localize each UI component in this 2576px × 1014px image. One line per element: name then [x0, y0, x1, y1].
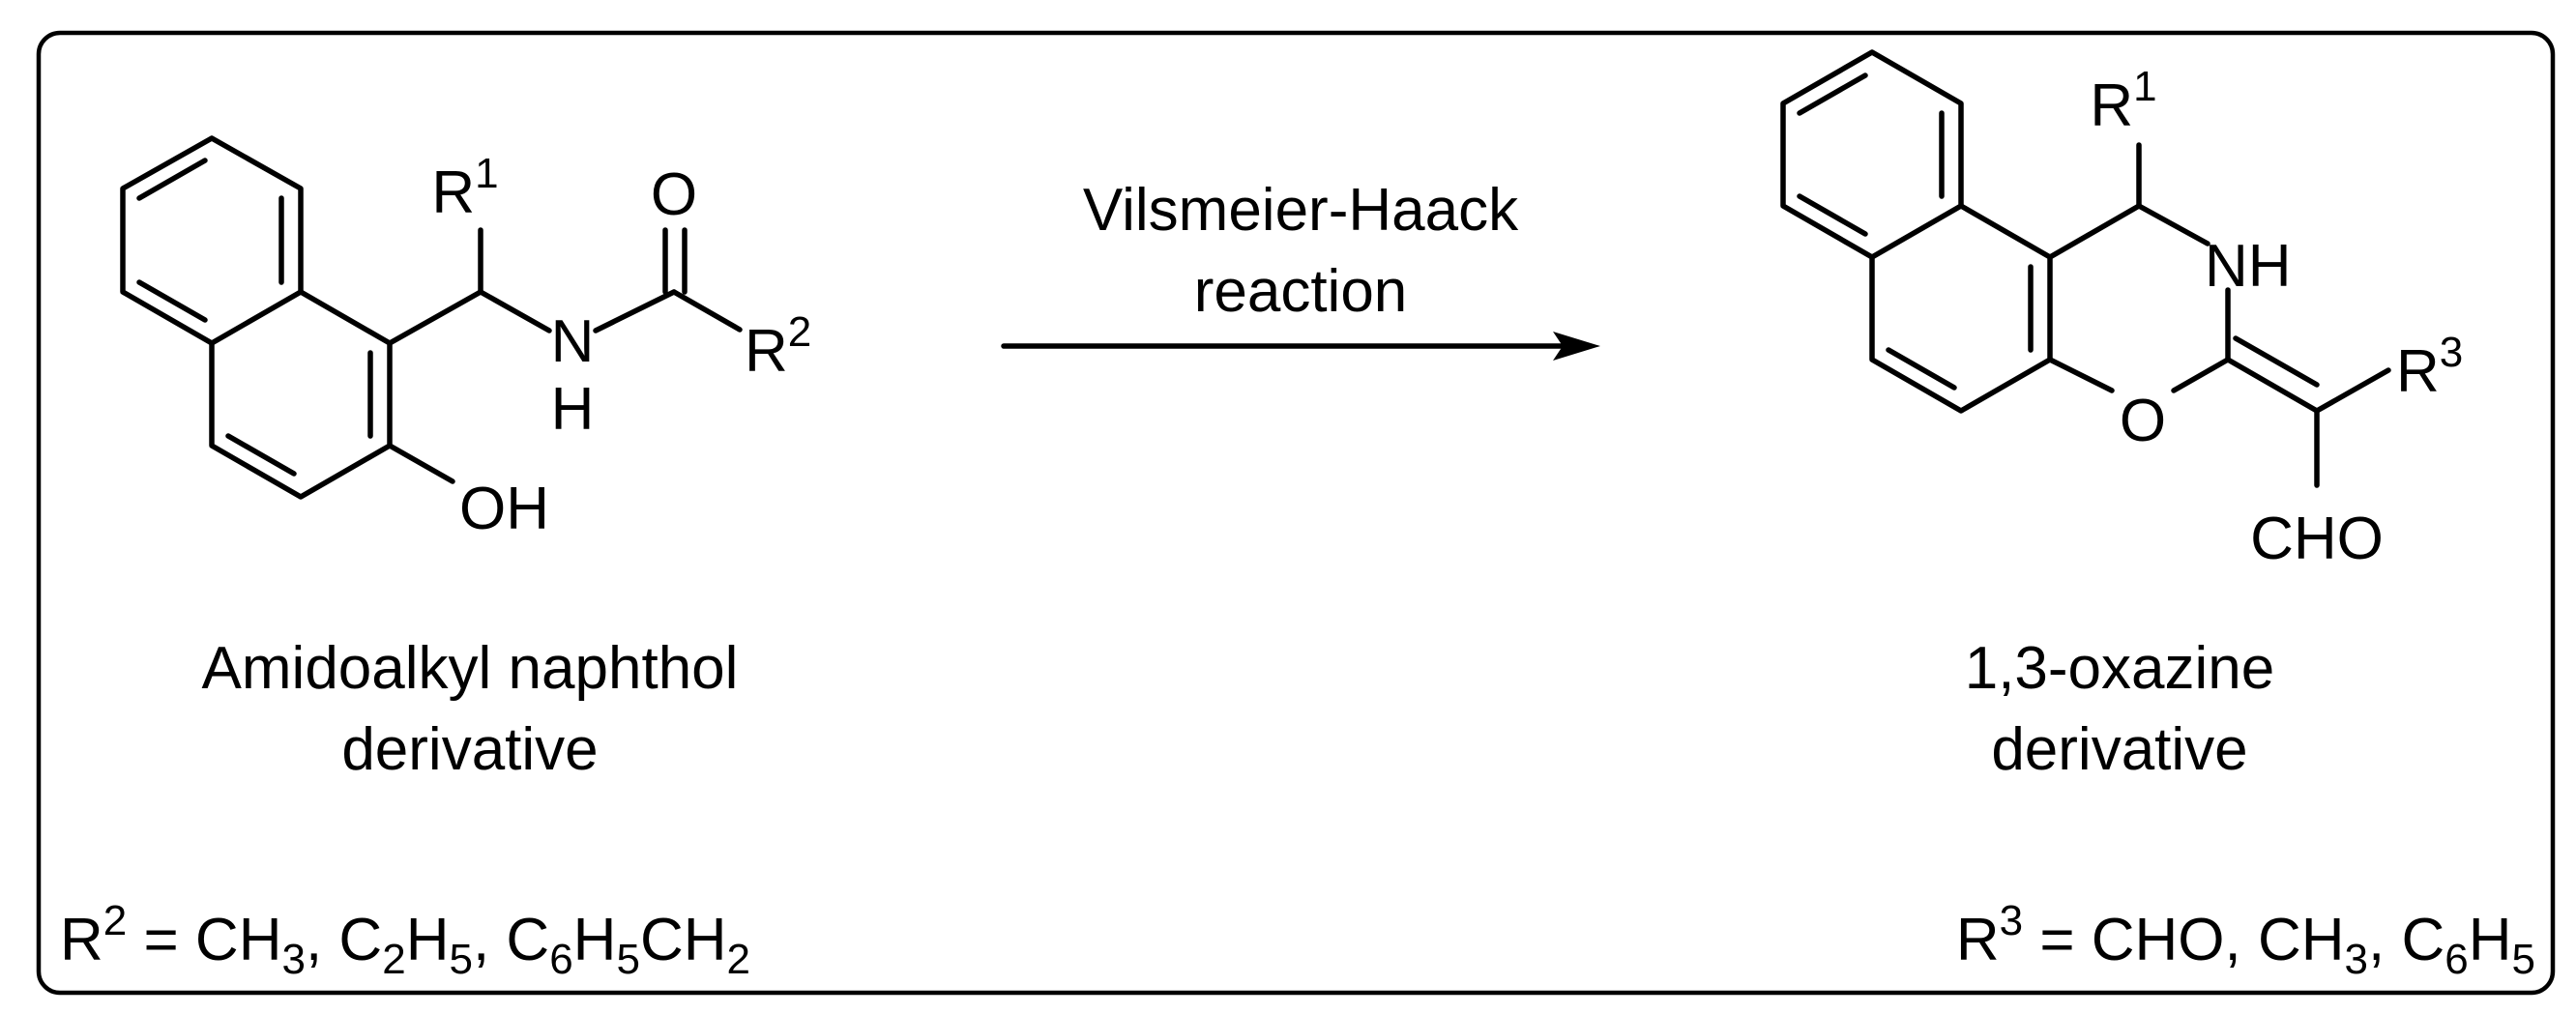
product-ring-a-double-2	[1797, 193, 1868, 237]
product-caption-line1: 1,3-oxazine	[1965, 635, 2275, 702]
reactant-bond-c-r2	[671, 289, 743, 333]
reactant-ring-b-double-2	[225, 433, 297, 477]
reactant-bond-n-c	[593, 289, 677, 333]
reaction-condition-line2: reaction	[1194, 258, 1408, 325]
reactant-oh-label: OH	[459, 476, 549, 542]
product-bond-c-c-2	[2233, 335, 2320, 388]
product-bond-ring-ch	[2047, 203, 2142, 260]
product-ring-a-double-1	[1797, 72, 1868, 116]
product-ring-a	[1780, 49, 1964, 260]
reactant-bond-ring-ch	[387, 289, 483, 346]
reactant-ring-a	[120, 135, 304, 346]
product-nh-label: NH	[2205, 233, 2292, 300]
product-caption-line2: derivative	[1991, 716, 2247, 783]
product-ring-b	[1869, 203, 2053, 414]
reactant-substituent-list: R2 = CH3, C2H5, C6H5CH2	[60, 897, 750, 983]
product-r3-label: R3	[2396, 329, 2463, 405]
scheme-frame	[36, 30, 2556, 996]
product-structure: R1 NH R3 O CHO	[1780, 49, 2463, 572]
product-bond-c-r3	[2314, 367, 2391, 414]
product-bond-ch-nh	[2136, 203, 2210, 246]
reactant-r1-label: R1	[431, 150, 498, 226]
reaction-condition-line1: Vilsmeier-Haack	[1083, 177, 1519, 244]
product-bond-o-ring	[2047, 357, 2115, 393]
reactant-bond-ring-oh	[387, 443, 455, 484]
product-bond-c-o	[2171, 357, 2231, 393]
product-ring-b-double-2	[1886, 347, 1957, 391]
product-cho-label: CHO	[2250, 506, 2384, 572]
reactant-h-label: H	[551, 376, 595, 443]
reactant-ring-b	[209, 289, 393, 500]
reactant-ring-a-double-2	[136, 279, 208, 323]
product-r1-label: R1	[2090, 63, 2156, 139]
reactant-n-label: N	[551, 308, 595, 375]
reactant-r2-label: R2	[745, 308, 811, 385]
reactant-structure: R1 O N H R2 OH	[120, 135, 811, 542]
product-substituent-list: R3 = CHO, CH3, C6H5	[1956, 897, 2535, 983]
reaction-arrow-head	[1553, 332, 1600, 361]
reactant-carbonyl-o-label: O	[651, 161, 697, 228]
product-ring-o-label: O	[2120, 388, 2166, 454]
reactant-caption-line1: Amidoalkyl naphthol	[202, 635, 739, 702]
reactant-caption-line2: derivative	[341, 716, 598, 783]
product-bond-c-c-1	[2225, 357, 2320, 414]
reactant-bond-ch-n	[478, 289, 552, 333]
reactant-ring-a-double-1	[136, 158, 208, 201]
